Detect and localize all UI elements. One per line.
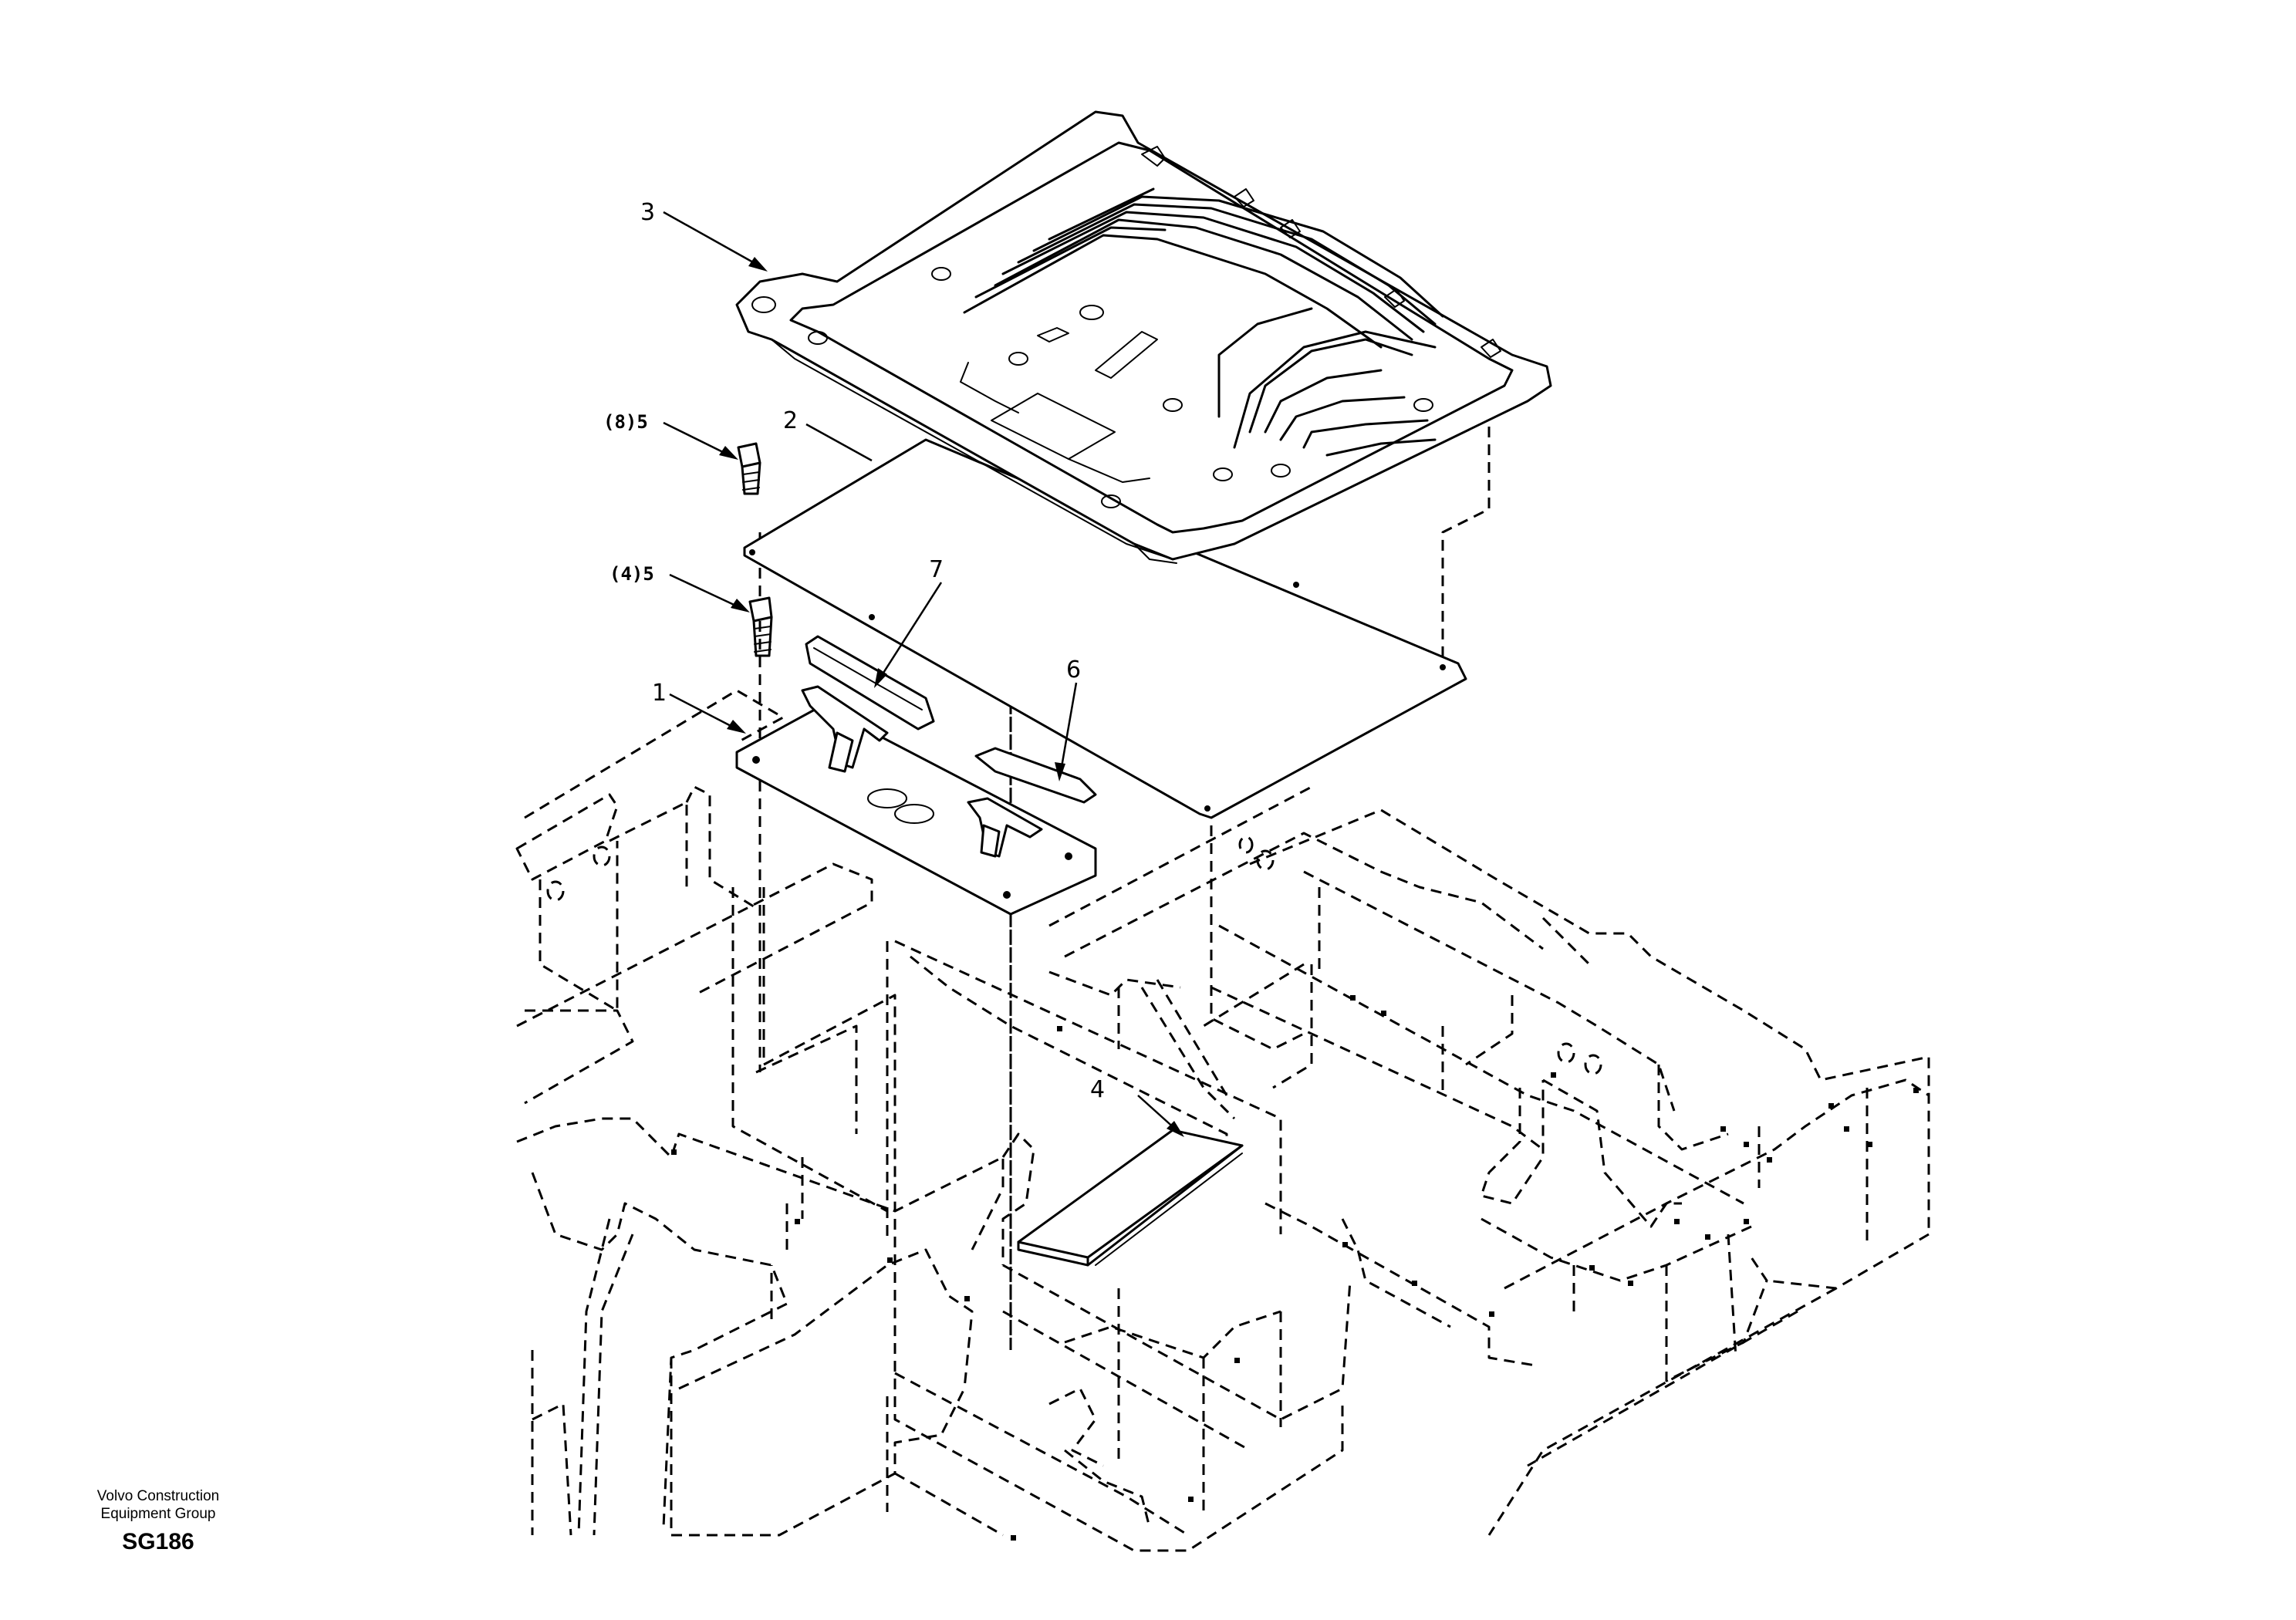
callout-5-upper: (8)5 — [603, 411, 738, 460]
callout-4: 4 — [1090, 1076, 1184, 1137]
part-3-floor-tray — [735, 110, 1552, 564]
callout-label-5-lower: (4)5 — [609, 563, 654, 585]
part-7-pedal — [801, 635, 935, 773]
publisher-name-line2: Equipment Group — [100, 1506, 216, 1522]
section-code: SG186 — [122, 1529, 194, 1554]
callout-6: 6 — [1055, 656, 1081, 781]
publisher-name-line1: Volvo Construction — [96, 1488, 220, 1504]
part-1-pedal-plate — [735, 704, 1097, 916]
callout-label-2: 2 — [783, 407, 798, 434]
frame-bolt-marks — [671, 995, 1919, 1541]
callout-label-7: 7 — [929, 556, 944, 583]
callout-label-5-upper: (8)5 — [603, 411, 648, 433]
callout-label-6: 6 — [1066, 656, 1081, 683]
part-5-bolt-lower — [748, 596, 773, 657]
callout-label-3: 3 — [640, 199, 655, 226]
publisher-footer: Volvo Construction Equipment Group SG186 — [46, 1487, 270, 1555]
callout-3: 3 — [640, 199, 768, 272]
part-6-pedal — [967, 747, 1097, 858]
part-5-bolt-upper — [737, 442, 761, 495]
callout-label-4: 4 — [1090, 1076, 1105, 1103]
callout-7: 7 — [874, 556, 944, 688]
callout-2: 2 — [783, 407, 873, 462]
callout-5-lower: (4)5 — [609, 563, 750, 613]
callout-1: 1 — [652, 680, 746, 734]
tray-grill-slats — [963, 187, 1444, 457]
callout-label-1: 1 — [652, 680, 667, 707]
part-4-block — [1017, 1129, 1244, 1267]
base-frame-outline — [515, 689, 1930, 1552]
